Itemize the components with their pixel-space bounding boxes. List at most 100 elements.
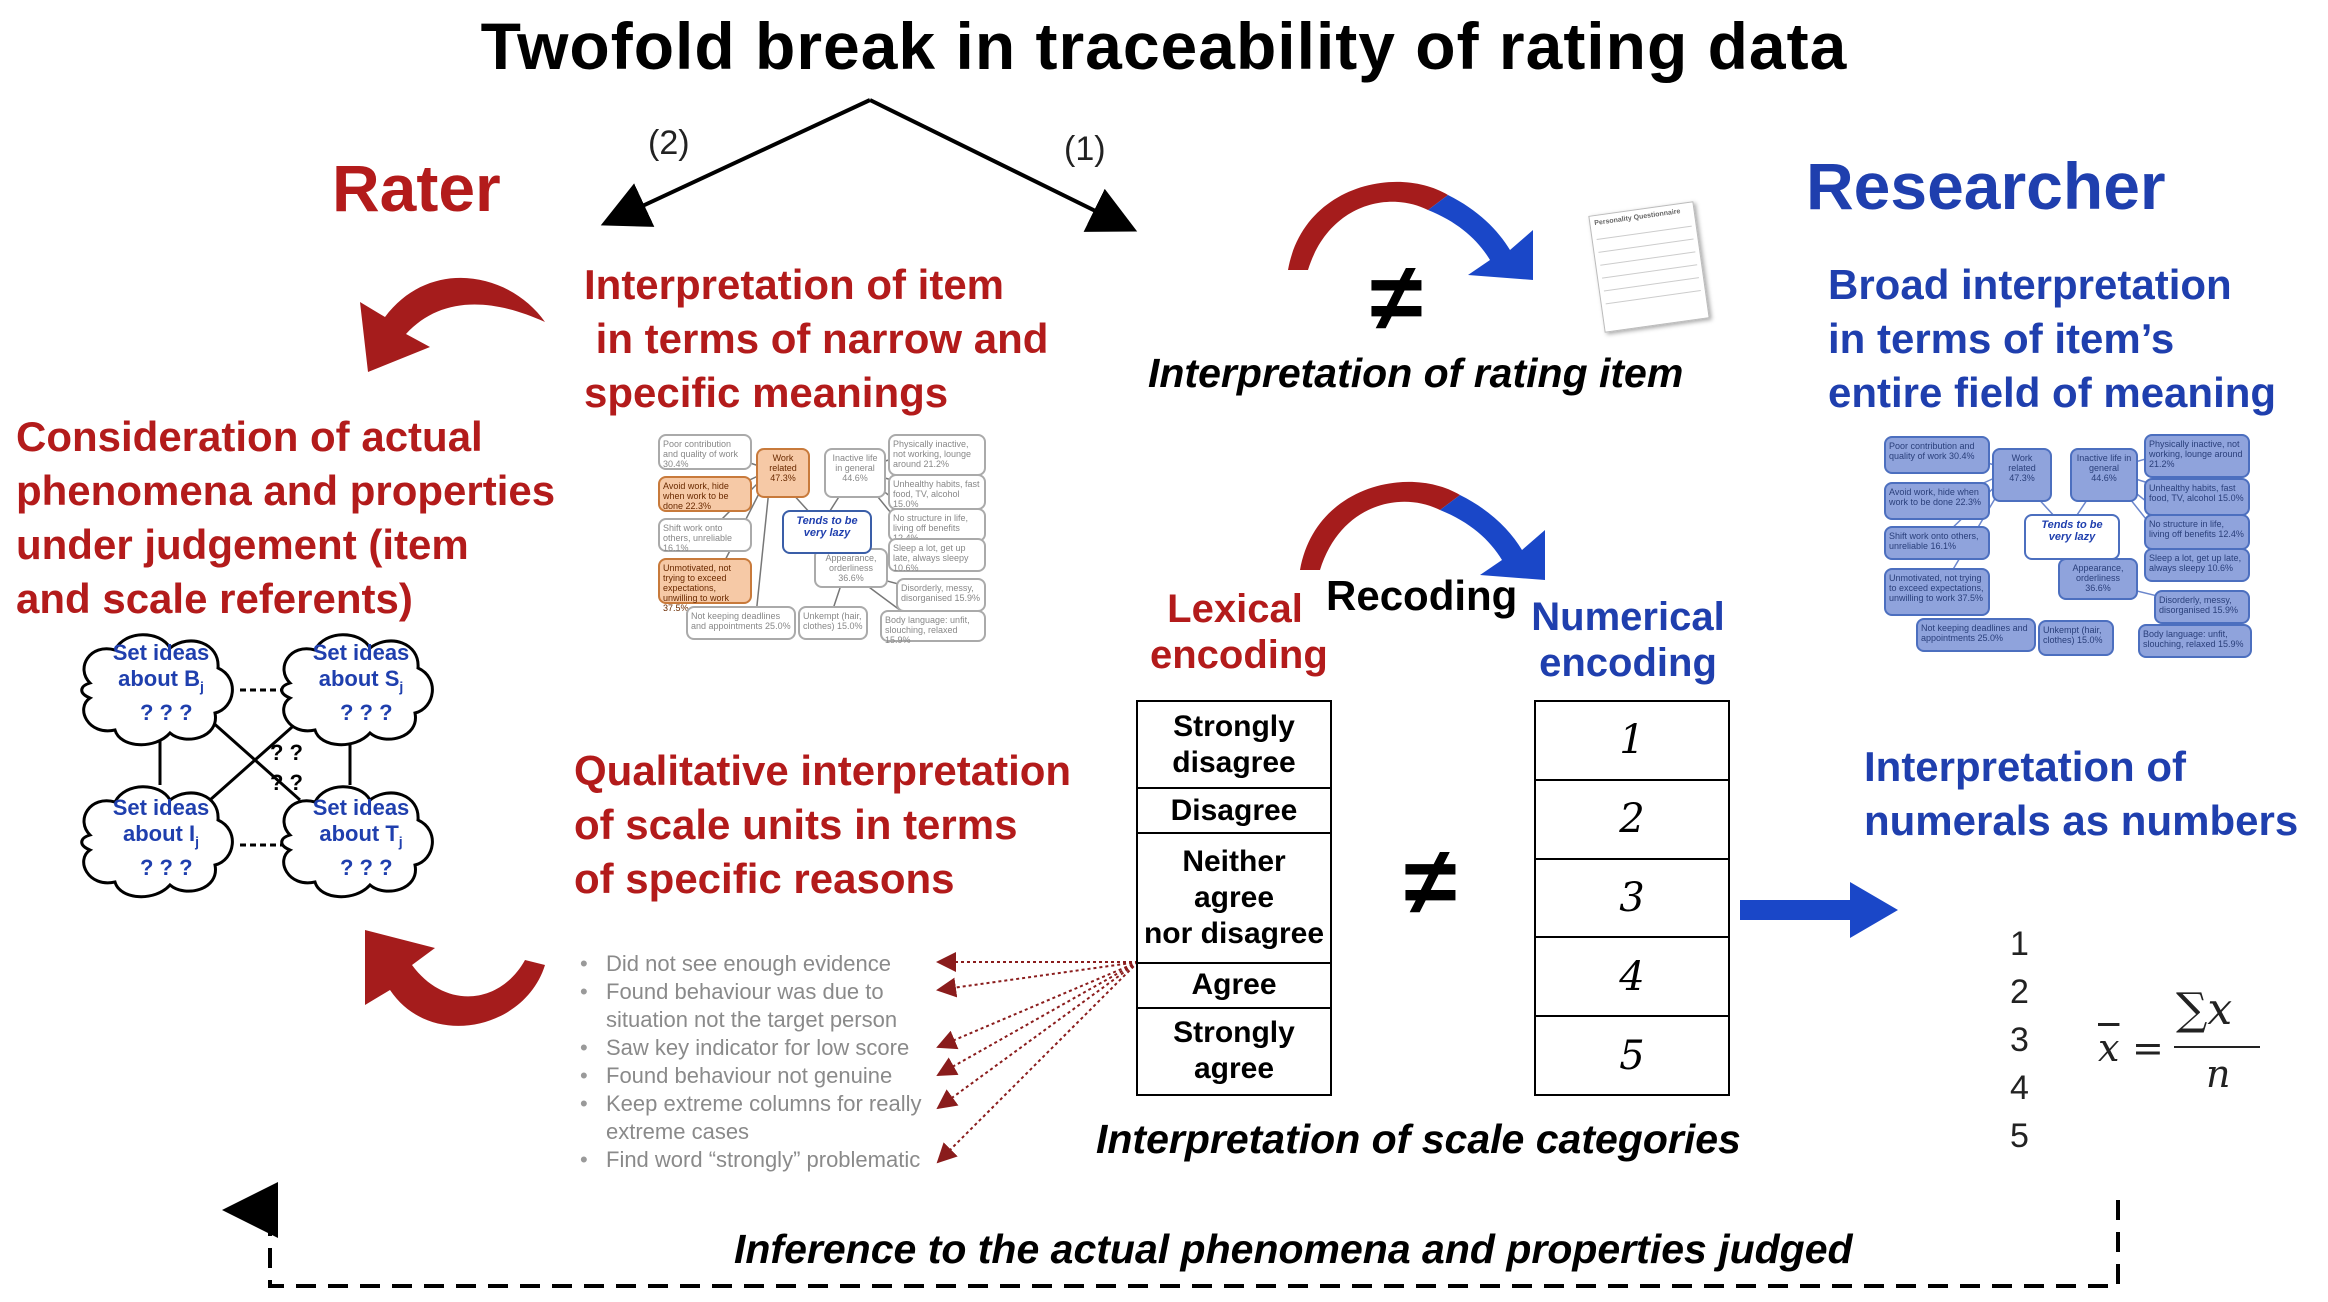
researcher-numerals: Interpretation of numerals as numbers bbox=[1864, 743, 2299, 844]
mean-formula: x = ∑x n bbox=[2098, 984, 2268, 1104]
blue-right-arrow bbox=[1740, 882, 1898, 938]
inference-loop bbox=[222, 1182, 2120, 1288]
cm-node: Appearance, orderliness 36.6% bbox=[814, 548, 888, 588]
rater-qualitative: Qualitative interpretation of scale unit… bbox=[574, 747, 1072, 902]
cm-node: No structure in life, living off benefit… bbox=[2144, 514, 2250, 550]
cloud-group bbox=[80, 633, 434, 899]
rater-item-interpretation: Interpretation of item in terms of narro… bbox=[584, 261, 1049, 416]
concept-map-broad: Poor contribution and quality of work 30… bbox=[1882, 430, 2252, 658]
cm-node: Work related 47.3% bbox=[1992, 448, 2052, 502]
reason-item: Did not see enough evidence bbox=[576, 950, 926, 978]
question-marks: ? ? ? bbox=[140, 855, 193, 880]
cm-node: Disorderly, messy, disorganised 15.9% bbox=[896, 578, 986, 612]
cm-node: Unkempt (hair, clothes) 15.0% bbox=[798, 606, 868, 640]
cm-node: Not keeping deadlines and appointments 2… bbox=[1916, 618, 2036, 652]
cm-node: Sleep a lot, get up late, always sleepy … bbox=[2144, 548, 2250, 582]
cm-node: Not keeping deadlines and appointments 2… bbox=[686, 606, 796, 640]
curved-red-arrow-upper bbox=[360, 277, 545, 372]
branch-label-2: (2) bbox=[648, 124, 690, 162]
question-marks: ? ? ? bbox=[340, 700, 393, 725]
cm-node: Shift work onto others, unreliable 16.1% bbox=[1884, 526, 1990, 560]
cm-node: Unmotivated, not trying to exceed expect… bbox=[1884, 568, 1990, 616]
cm-node: Unmotivated, not trying to exceed expect… bbox=[658, 558, 752, 613]
rater-heading: Rater bbox=[332, 151, 501, 225]
scale-row: 4 bbox=[1534, 936, 1730, 1018]
rater-consideration: Consideration of actual phenomena and pr… bbox=[16, 413, 556, 622]
branch-label-1: (1) bbox=[1064, 130, 1106, 168]
reason-item: Found behaviour not genuine bbox=[576, 1062, 926, 1090]
scale-row: 1 bbox=[1534, 700, 1730, 781]
code-cell: 5 bbox=[1534, 1015, 1730, 1096]
reason-item: Keep extreme columns for really extreme … bbox=[576, 1090, 926, 1146]
concept-map-narrow: Poor contribution and quality of work 30… bbox=[656, 430, 986, 645]
cm-node: Disorderly, messy, disorganised 15.9% bbox=[2154, 590, 2250, 624]
questionnaire-thumbnail: Personality Questionnaire bbox=[1588, 201, 1710, 333]
cloud-t bbox=[280, 785, 434, 899]
cm-node: Body language: unfit, slouching, relaxed… bbox=[880, 610, 986, 645]
scale-categories-caption: Interpretation of scale categories bbox=[1096, 1116, 1741, 1162]
question-marks: ? ? ? bbox=[340, 855, 393, 880]
cloud-links bbox=[158, 688, 352, 847]
scale-row: 5 bbox=[1534, 1015, 1730, 1096]
cloud-s bbox=[280, 633, 434, 747]
diagram-title: Twofold break in traceability of rating … bbox=[480, 9, 1848, 83]
cm-node: No structure in life, living off benefit… bbox=[888, 508, 986, 543]
cm-node: Work related 47.3% bbox=[756, 448, 810, 498]
reason-arrows bbox=[936, 952, 1139, 1164]
scale-cell-agree: Agree bbox=[1136, 961, 1332, 1009]
cm-node: Unhealthy habits, fast food, TV, alcohol… bbox=[2144, 478, 2250, 516]
branch-arrows bbox=[600, 98, 1138, 232]
cloud-i bbox=[80, 785, 234, 899]
code-cell: 2 bbox=[1534, 778, 1730, 860]
scale-row: 2 bbox=[1534, 778, 1730, 860]
cm-node: Sleep a lot, get up late, always sleepy … bbox=[888, 538, 986, 573]
cloud-b bbox=[80, 633, 234, 747]
question-marks: ? ? bbox=[270, 740, 303, 765]
reason-item: Found behaviour was due to situation not… bbox=[576, 978, 926, 1034]
numbers-column: 1 2 3 4 5 bbox=[2010, 925, 2029, 1155]
question-marks: ? ? bbox=[270, 770, 303, 795]
code-cell: 3 bbox=[1534, 857, 1730, 939]
code-cell: 1 bbox=[1534, 700, 1730, 781]
cm-node: Avoid work, hide when work to be done 22… bbox=[658, 476, 752, 512]
scale-row: Agree bbox=[1136, 961, 1332, 1009]
not-equal-lower: ≠ bbox=[1404, 828, 1457, 935]
code-cell: 4 bbox=[1534, 936, 1730, 1018]
cm-node: Poor contribution and quality of work 30… bbox=[658, 434, 752, 470]
numeric-scale-table: 1 2 3 4 5 bbox=[1534, 700, 1730, 1096]
question-marks: ? ? ? bbox=[140, 700, 193, 725]
cm-node: Avoid work, hide when work to be done 22… bbox=[1884, 482, 1990, 520]
reason-item: Find word “strongly” problematic bbox=[576, 1146, 926, 1174]
cm-node: Physically inactive, not working, lounge… bbox=[2144, 434, 2250, 478]
cm-node: Inactive life in general 44.6% bbox=[824, 448, 886, 498]
not-equal-upper: ≠ bbox=[1370, 244, 1423, 351]
reasons-list: Did not see enough evidence Found behavi… bbox=[576, 950, 926, 1174]
recoding-label: Recoding bbox=[1326, 572, 1518, 619]
scale-cell-disagree: Disagree bbox=[1136, 787, 1332, 835]
cm-node: Shift work onto others, unreliable 16.1% bbox=[658, 518, 752, 553]
cm-node: Appearance, orderliness 36.6% bbox=[2058, 558, 2138, 600]
reason-item: Saw key indicator for low score bbox=[576, 1034, 926, 1062]
researcher-broad: Broad interpretation in terms of item’s … bbox=[1828, 261, 2277, 416]
scale-row: Disagree bbox=[1136, 787, 1332, 835]
cm-node: Inactive life in general 44.6% bbox=[2070, 448, 2138, 502]
rating-item-caption: Interpretation of rating item bbox=[1148, 350, 1684, 396]
cm-node: Poor contribution and quality of work 30… bbox=[1884, 436, 1990, 474]
curved-arrow-lower bbox=[1300, 481, 1545, 580]
cm-node: Body language: unfit, slouching, relaxed… bbox=[2138, 624, 2252, 658]
cm-node: Unkempt (hair, clothes) 15.0% bbox=[2038, 620, 2114, 656]
